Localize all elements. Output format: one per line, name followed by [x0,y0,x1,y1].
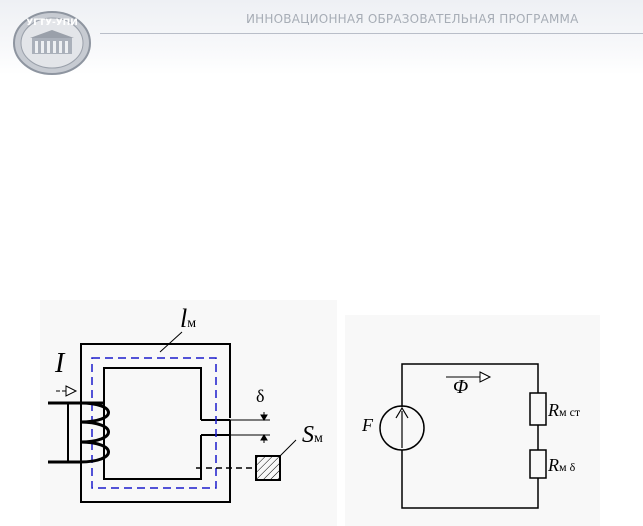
core-panel [40,300,337,526]
area-leader-line [279,439,297,457]
current-label: I [55,348,65,379]
equivalent-circuit-drawing [379,363,547,509]
mmf-arrow-icon [395,406,409,448]
cross-section-hatch [255,455,281,481]
program-title: ИННОВАЦИОННАЯ ОБРАЗОВАТЕЛЬНАЯ ПРОГРАММА [246,12,579,26]
header-divider [100,33,643,34]
mean-path-line [91,357,217,489]
mmf-label: F [362,415,373,435]
resistor-gap [529,449,547,479]
length-leader-line [159,331,183,353]
slide-header: УГТУ-УПИ ИННОВАЦИОННАЯ ОБРАЗОВАТЕЛЬНАЯ П… [0,0,643,75]
university-logo: УГТУ-УПИ [13,11,91,75]
flux-label: Φ [453,376,469,398]
header-background [0,0,643,75]
resistor-core [529,392,547,426]
gap-reluctance-label: Rм δ [548,455,576,475]
circuit-wires [401,363,539,509]
cross-section-area-label: Sм [302,422,323,448]
core-reluctance-label: Rм ст [548,400,581,420]
current-arrow [56,385,78,397]
mmf-source [379,405,425,451]
logo-text: УГТУ-УПИ [26,18,78,28]
coil [48,401,110,464]
gap-dimension [230,412,270,443]
equivalent-circuit-panel [345,315,600,526]
mean-length-label: lм [180,304,197,333]
gap-label: δ [256,386,265,406]
magnetic-circuit-diagram: lм I δ Sм F Φ Rм ст Rм δ [0,290,643,526]
flux-arrow-icon [446,371,492,383]
magnetic-core-drawing [48,331,297,503]
